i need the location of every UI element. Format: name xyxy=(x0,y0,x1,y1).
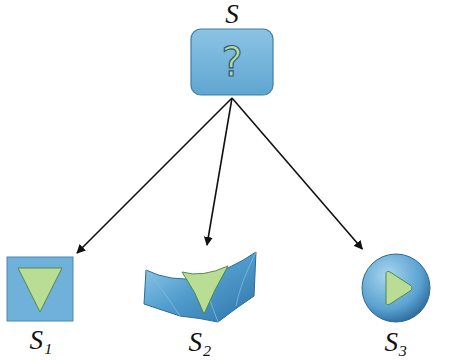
arrow-connector xyxy=(232,98,362,249)
question-mark: ? xyxy=(190,40,274,84)
space-label: S₃ xyxy=(358,328,434,356)
arrow-connector xyxy=(207,98,232,245)
flat-space-box: S₁ xyxy=(6,256,76,356)
space-label: S₂ xyxy=(140,328,260,356)
sphere: S₃ xyxy=(358,252,434,356)
node-shape xyxy=(140,248,260,324)
node-shape xyxy=(358,252,434,324)
node-shape xyxy=(6,256,76,322)
unknown-structure-box: S? xyxy=(190,0,274,96)
saddle-surface: S₂ xyxy=(140,248,260,356)
space-label: S₁ xyxy=(6,326,76,354)
arrow-connector xyxy=(77,98,232,253)
space-label: S xyxy=(190,0,274,28)
